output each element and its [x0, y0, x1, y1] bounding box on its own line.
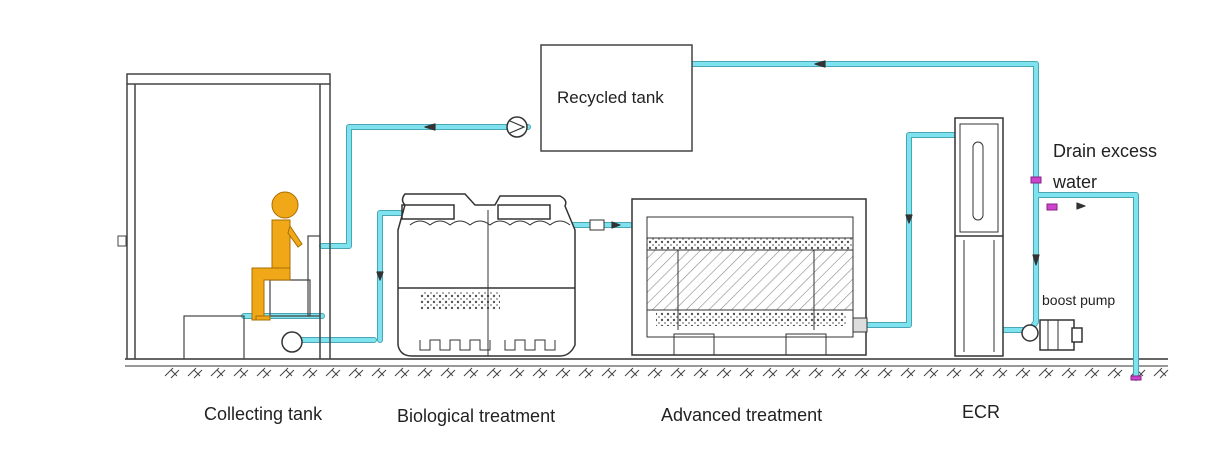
- ecr-label: ECR: [962, 402, 1001, 422]
- biological-treatment-label: Biological treatment: [397, 406, 556, 426]
- boost-pump-label: boost pump: [1042, 292, 1116, 308]
- filter-icon: [589, 219, 605, 231]
- collecting-tank: [117, 73, 331, 360]
- recycled-tank-label: Recycled tank: [557, 88, 664, 107]
- recycle-pump-icon: [506, 116, 528, 138]
- ecr-unit: [954, 117, 1004, 357]
- advanced-treatment-label: Advanced treatment: [661, 405, 823, 425]
- person-icon: [251, 191, 303, 321]
- boost-pump-icon: [1021, 319, 1083, 351]
- drain-excess-label-line2: water: [1053, 172, 1098, 192]
- ground: [125, 358, 1169, 379]
- collecting-tank-label: Collecting tank: [204, 404, 323, 424]
- pipes: [241, 60, 1139, 381]
- valve-icons: [1030, 176, 1142, 381]
- recycled-tank: [540, 44, 693, 152]
- biological-treatment-tank: [397, 193, 576, 357]
- advanced-treatment-unit: [631, 198, 868, 356]
- transfer-pump-icon: [281, 331, 303, 353]
- drain-excess-label-line1: Drain excess: [1053, 141, 1158, 161]
